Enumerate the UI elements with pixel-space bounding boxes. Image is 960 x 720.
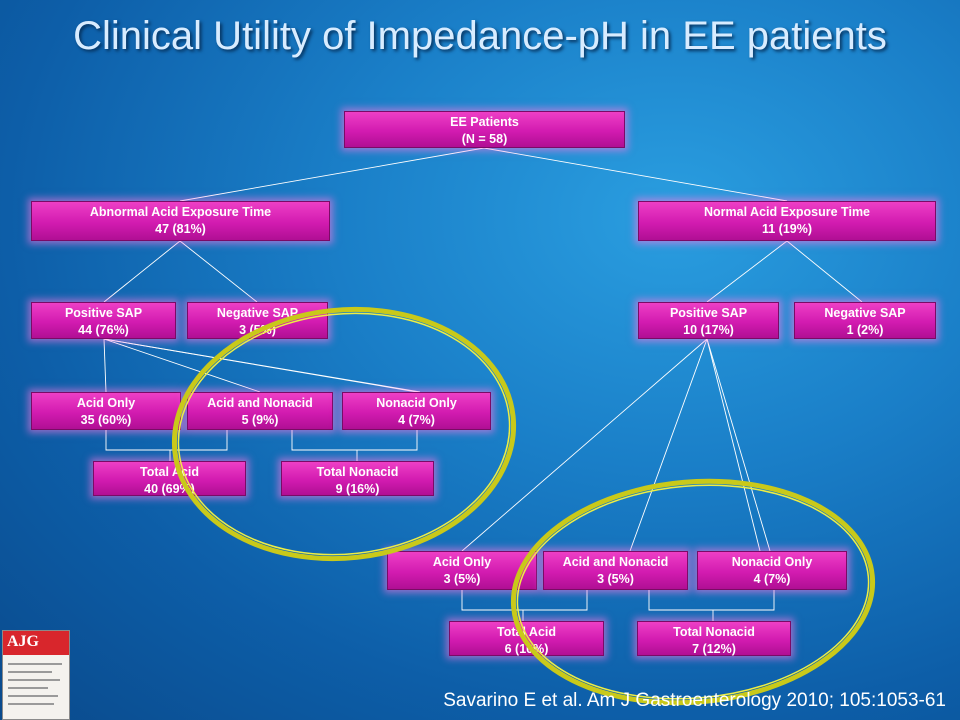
- connector: [461, 338, 708, 552]
- node-value: 4 (7%): [753, 572, 791, 586]
- node-value: 40 (69%): [144, 482, 195, 496]
- node-value: 7 (12%): [692, 642, 736, 656]
- node-label: Normal Acid Exposure Time: [703, 205, 871, 219]
- journal-logo: AJG: [7, 633, 39, 650]
- node-label: Nonacid Only: [376, 396, 457, 410]
- node-abnormal-acid-and-nonacid: Acid and Nonacid 5 (9%): [187, 392, 333, 430]
- node-label: Negative SAP: [216, 306, 299, 320]
- node-normal-negative-sap: Negative SAP 1 (2%): [794, 302, 936, 339]
- node-normal-total-acid: Total Acid 6 (10%): [449, 621, 604, 656]
- node-abnormal-nonacid-only: Nonacid Only 4 (7%): [342, 392, 491, 430]
- node-normal-acid-and-nonacid: Acid and Nonacid 3 (5%): [543, 551, 688, 590]
- connector: [786, 240, 863, 303]
- node-normal-nonacid-only: Nonacid Only 4 (7%): [697, 551, 847, 590]
- node-value: 47 (81%): [155, 222, 206, 236]
- journal-cover-image: AJG: [2, 630, 70, 720]
- node-label: Acid and Nonacid: [562, 555, 669, 569]
- connector: [103, 240, 181, 303]
- node-abnormal-acid-only: Acid Only 35 (60%): [31, 392, 181, 430]
- connector: [706, 240, 788, 303]
- node-value: 4 (7%): [398, 413, 435, 427]
- bracket: [291, 430, 418, 451]
- node-label: Negative SAP: [824, 306, 906, 320]
- journal-text-line: [8, 695, 58, 697]
- connector: [179, 240, 258, 303]
- node-value: 9 (16%): [335, 482, 380, 496]
- journal-text-line: [8, 671, 52, 673]
- connector: [103, 338, 261, 393]
- highlight-ellipse-inner: [516, 484, 870, 700]
- bracket: [648, 590, 775, 611]
- node-value: 3 (5%): [597, 572, 634, 586]
- node-normal-total-nonacid: Total Nonacid 7 (12%): [637, 621, 791, 656]
- journal-text-line: [8, 703, 54, 705]
- slide-title: Clinical Utility of Impedance-pH in EE p…: [73, 14, 887, 58]
- node-abnormal-total-nonacid: Total Nonacid 9 (16%): [281, 461, 434, 496]
- node-value: 10 (17%): [683, 323, 734, 337]
- node-abnormal-total-acid: Total Acid 40 (69%): [93, 461, 246, 496]
- node-value: 3 (5%): [443, 572, 481, 586]
- connector: [483, 147, 788, 202]
- node-abnormal-acid-exposure: Abnormal Acid Exposure Time 47 (81%): [31, 201, 330, 241]
- bracket: [105, 430, 228, 451]
- node-label: Acid Only: [432, 555, 492, 569]
- connector: [706, 338, 771, 552]
- node-label: Total Nonacid: [316, 465, 399, 479]
- journal-text-line: [8, 679, 60, 681]
- highlight-ellipse-inner: [177, 312, 511, 556]
- highlight-ellipse: [510, 478, 876, 706]
- node-normal-acid-exposure: Normal Acid Exposure Time 11 (19%): [638, 201, 936, 241]
- journal-text-line: [8, 663, 62, 665]
- node-value: 44 (76%): [78, 323, 129, 337]
- node-value: 11 (19%): [761, 222, 813, 236]
- connector: [706, 338, 761, 552]
- connector: [629, 338, 708, 552]
- node-abnormal-positive-sap: Positive SAP 44 (76%): [31, 302, 176, 339]
- node-normal-positive-sap: Positive SAP 10 (17%): [638, 302, 779, 339]
- node-label: Total Acid: [496, 625, 557, 639]
- node-label: Acid and Nonacid: [207, 396, 313, 410]
- journal-cover-band: [3, 631, 69, 655]
- node-label: Acid Only: [76, 396, 136, 410]
- node-label: Abnormal Acid Exposure Time: [89, 205, 272, 219]
- node-value: 5 (9%): [241, 413, 279, 427]
- node-ee-patients: EE Patients (N = 58): [344, 111, 625, 148]
- node-label: Positive SAP: [64, 306, 143, 320]
- connector: [179, 147, 485, 202]
- highlight-ellipse: [171, 306, 517, 562]
- node-value: 35 (60%): [80, 413, 132, 427]
- citation: Savarino E et al. Am J Gastroenterology …: [443, 690, 946, 711]
- bracket: [461, 590, 588, 611]
- node-label: EE Patients: [450, 115, 519, 129]
- node-value: 1 (2%): [846, 323, 884, 337]
- journal-text-line: [8, 687, 48, 689]
- node-label: Nonacid Only: [731, 555, 813, 569]
- connector: [103, 338, 107, 393]
- node-label: Total Nonacid: [673, 625, 755, 639]
- node-label: Positive SAP: [669, 306, 748, 320]
- node-value: (N = 58): [461, 132, 508, 146]
- connector: [103, 338, 421, 393]
- node-normal-acid-only: Acid Only 3 (5%): [387, 551, 537, 590]
